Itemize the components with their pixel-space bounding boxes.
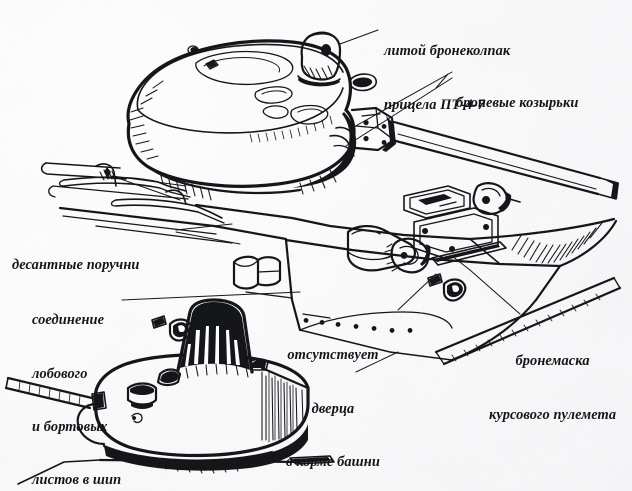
leader-lines bbox=[111, 29, 521, 373]
turret-right-shadow bbox=[292, 112, 357, 195]
rail-bracket-hatching bbox=[99, 169, 116, 181]
lower-view bbox=[4, 298, 335, 485]
label-cast-armored-sight-cap: литой бронеколпак прицела ПТ-4-7 bbox=[384, 8, 510, 150]
right-fender-shading bbox=[511, 222, 603, 264]
fender-strip-hatching bbox=[451, 293, 601, 362]
label-line: лобового bbox=[32, 365, 88, 382]
pt-4-7-sight-cap bbox=[297, 31, 342, 87]
label-armored-visors: броневые козырьки bbox=[456, 60, 578, 149]
leader-visor-c bbox=[435, 73, 449, 89]
tank-cap-hatching bbox=[384, 243, 398, 272]
label-line: в корме башни bbox=[286, 453, 380, 470]
label-hull-mg-armor-mask: бронемаска курсового пулемета bbox=[489, 318, 616, 460]
rear-plate-dark-block bbox=[176, 298, 254, 379]
leader-joint bbox=[121, 291, 301, 301]
armored-visors bbox=[329, 126, 355, 157]
label-line: листов в шип bbox=[32, 471, 122, 488]
headlight-box bbox=[232, 255, 282, 290]
label-line: прицела ПТ-4-7 bbox=[384, 96, 485, 113]
fuel-tank-cylinder bbox=[346, 225, 431, 274]
leader-rails-c bbox=[111, 175, 181, 201]
deck-hatches bbox=[403, 185, 507, 266]
leader-door-a bbox=[397, 273, 437, 311]
leader-visor-a bbox=[351, 71, 453, 129]
glacis-bolt-row bbox=[303, 318, 413, 333]
lower-vision-port bbox=[126, 382, 158, 409]
label-line: дверца bbox=[311, 400, 355, 417]
label-line: курсового пулемета bbox=[489, 406, 617, 423]
label-line: и бортовых bbox=[32, 418, 108, 435]
troop-handrails bbox=[58, 163, 225, 224]
leader-visor-b bbox=[345, 77, 453, 147]
label-no-turret-rear-door: отсутствует дверца в корме башни bbox=[286, 312, 380, 491]
leader-rails-b bbox=[175, 231, 241, 245]
label-line: отсутствует bbox=[287, 347, 379, 364]
turret-left-shading bbox=[129, 80, 164, 160]
label-line: бронемаска bbox=[515, 353, 590, 370]
dark-block-white-streaks bbox=[185, 326, 240, 366]
leader-sight bbox=[339, 29, 379, 45]
label-troop-handrails: десантные поручни bbox=[12, 222, 140, 311]
leader-mask-b bbox=[451, 255, 471, 271]
label-line: литой бронеколпак bbox=[384, 43, 511, 60]
leader-rails-d bbox=[111, 175, 187, 187]
lower-barrel-hatching bbox=[18, 380, 81, 406]
label-line: соединение bbox=[32, 312, 105, 329]
label-line: броневые козырьки bbox=[456, 95, 579, 112]
label-plate-tenon-joint: соединение лобового и бортовых листов в … bbox=[32, 277, 121, 491]
upper-view bbox=[40, 31, 622, 366]
lower-right-fender-strip bbox=[434, 276, 622, 366]
machine-gun-ball-mount bbox=[472, 182, 521, 216]
turret-rear-hatching bbox=[260, 366, 310, 448]
leader-rails-a bbox=[175, 223, 233, 231]
turret-roof-edge-shading bbox=[249, 115, 333, 143]
turret-upper bbox=[126, 31, 378, 201]
leader-door-b bbox=[355, 351, 399, 373]
label-line: десантные поручни bbox=[12, 257, 140, 274]
leader-mask bbox=[469, 269, 521, 315]
lower-hull-shadow bbox=[102, 424, 308, 474]
